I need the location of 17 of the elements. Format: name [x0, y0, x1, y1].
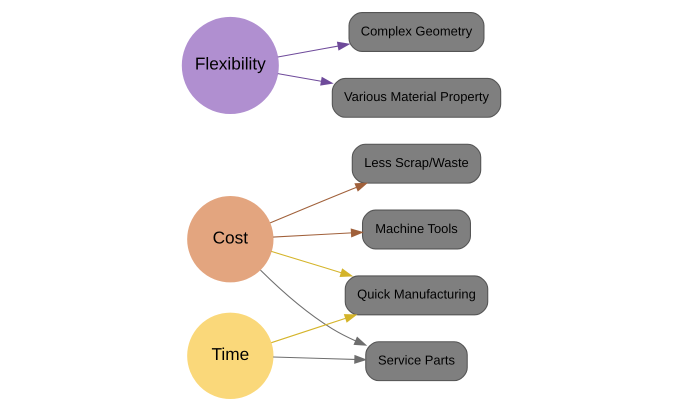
- node-box: Less Scrap/Waste: [352, 144, 482, 184]
- node-circle: Flexibility: [182, 16, 279, 114]
- arrow: [270, 182, 368, 224]
- node-box: Various Material Property: [332, 78, 502, 118]
- node-circle: Time: [187, 312, 274, 399]
- node-circle: Cost: [187, 196, 274, 282]
- arrow: [273, 354, 368, 364]
- node-box: Service Parts: [365, 341, 468, 382]
- arrow: [271, 314, 358, 344]
- arrow: [278, 42, 350, 58]
- arrow: [278, 73, 334, 86]
- node-box: Machine Tools: [362, 210, 471, 250]
- arrow: [260, 270, 368, 346]
- arrow: [271, 250, 354, 277]
- arrow: [273, 228, 364, 238]
- node-box: Quick Manufacturing: [344, 275, 488, 316]
- node-box: Complex Geometry: [348, 12, 484, 52]
